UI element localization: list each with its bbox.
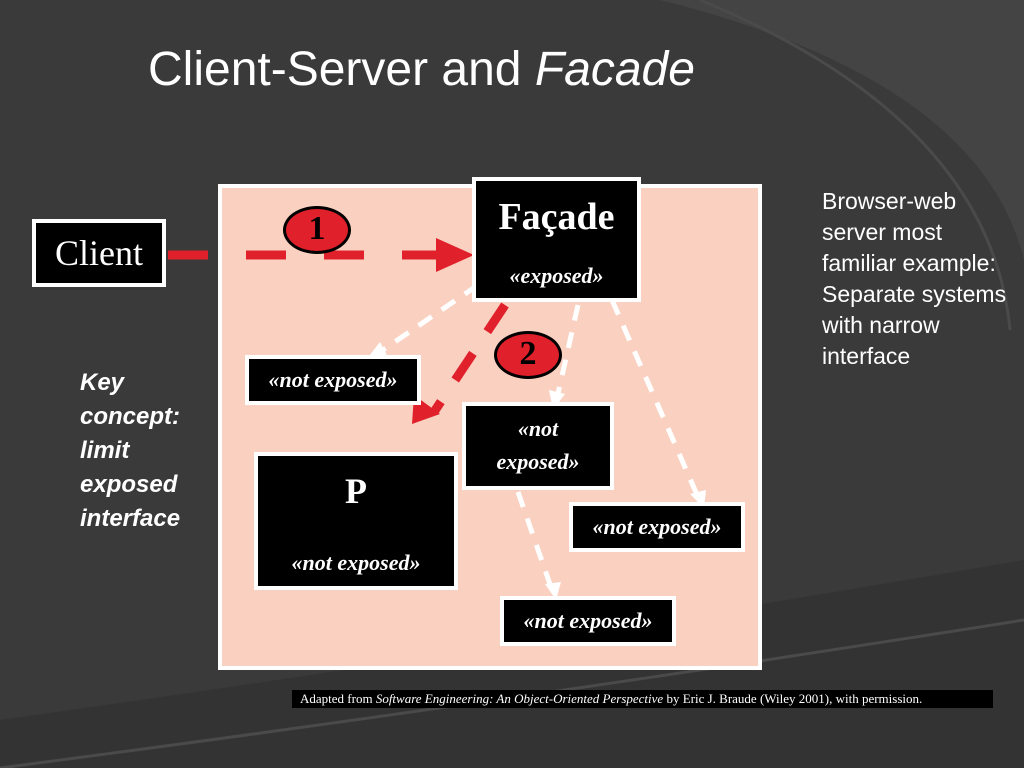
key-concept-line-5: interface (80, 505, 181, 532)
key-concept-text: Key concept: limit exposed interface (80, 366, 210, 536)
caption-prefix: Adapted from (300, 691, 376, 706)
facade-stereotype: «exposed» (509, 263, 604, 288)
not-exposed-box-2-line1: «not (517, 416, 559, 441)
client-box: Client (32, 219, 166, 287)
step-badge-1: 1 (283, 206, 351, 254)
caption-suffix: by Eric J. Braude (Wiley 2001), with per… (663, 691, 923, 706)
attribution-caption: Adapted from Software Engineering: An Ob… (292, 690, 993, 708)
key-concept-line-3: limit (80, 437, 130, 464)
caption-book-title: Software Engineering: An Object-Oriented… (375, 691, 664, 706)
step-badge-2: 2 (494, 331, 562, 379)
side-note: Browser-web server most familiar example… (822, 188, 1007, 369)
not-exposed-box-2: «not exposed» (462, 402, 614, 490)
p-label: P (345, 471, 367, 511)
not-exposed-box-1: «not exposed» (245, 355, 421, 405)
not-exposed-box-2-line2: exposed» (496, 449, 580, 474)
key-concept-line-2: concept: (80, 403, 181, 430)
slide-title: Client-Server and Facade (148, 42, 695, 97)
key-concept-line-4: exposed (80, 471, 178, 498)
p-box: P «not exposed» (254, 452, 458, 590)
title-italic: Facade (534, 43, 695, 96)
title-main: Client-Server and (148, 43, 535, 96)
facade-label: Façade (498, 196, 615, 238)
key-concept-line-1: Key (80, 369, 125, 396)
not-exposed-box-4: «not exposed» (500, 596, 676, 646)
not-exposed-box-3: «not exposed» (569, 502, 745, 552)
p-stereotype: «not exposed» (291, 550, 421, 575)
facade-box: Façade «exposed» (472, 177, 641, 302)
